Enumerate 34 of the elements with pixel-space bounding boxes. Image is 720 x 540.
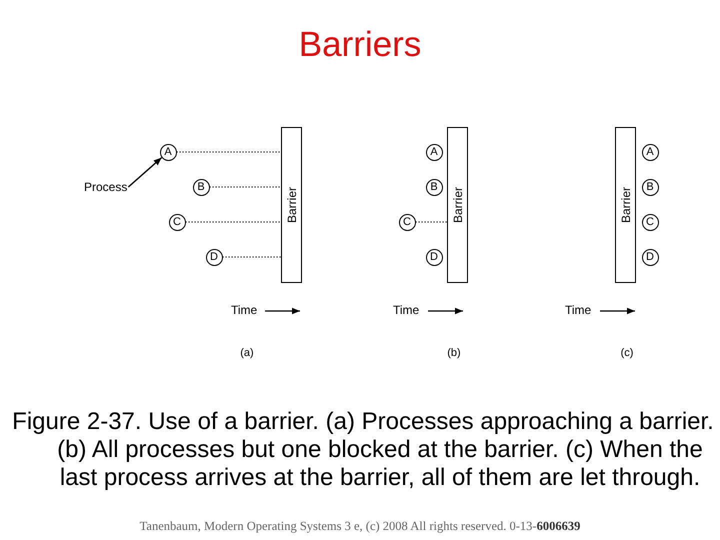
process-label: Process <box>84 180 128 194</box>
process-circle: D <box>206 248 222 266</box>
panel-label: (c) <box>620 346 634 360</box>
dotted-line <box>222 256 281 258</box>
dotted-line <box>210 186 281 188</box>
process-circle: B <box>426 178 442 196</box>
footer-credit: Tanenbaum, Modern Operating Systems 3 e, (c) 2008 All rights reserved. 0-13-6006639 <box>140 519 580 535</box>
panel-label: (b) <box>447 346 461 360</box>
process-circle: A <box>642 144 658 160</box>
panel-label: (a) <box>240 346 254 360</box>
time-label: Time <box>393 302 420 318</box>
figure-caption: Figure 2-37. Use of a barrier. (a) Processes approaching a barrier. (b) All processes but one blocked at the barrier. (c) When the last process arrives at the barrier, all of them are let through. <box>12 408 714 491</box>
barrier-bar <box>615 127 636 283</box>
title: Barriers <box>298 25 422 65</box>
process-circle: B <box>192 178 210 196</box>
time-label: Time <box>231 302 258 318</box>
process-circle: C <box>168 214 186 230</box>
time-label: Time <box>565 302 592 318</box>
process-circle: C <box>642 214 658 230</box>
barrier-bar <box>447 127 468 283</box>
barrier-label: Barrier <box>450 187 464 223</box>
dotted-line <box>186 221 281 223</box>
barrier-label: Barrier <box>618 187 632 223</box>
barrier-bar <box>281 127 302 283</box>
process-circle: A <box>426 144 442 160</box>
dotted-line <box>416 221 447 223</box>
dotted-line <box>176 151 281 153</box>
process-circle: C <box>398 214 416 230</box>
process-circle: D <box>642 248 658 266</box>
process-circle: B <box>642 178 658 196</box>
barrier-label: Barrier <box>284 187 298 223</box>
process-circle: D <box>426 248 442 266</box>
leader-arrow <box>128 157 162 188</box>
process-circle: A <box>160 144 176 160</box>
